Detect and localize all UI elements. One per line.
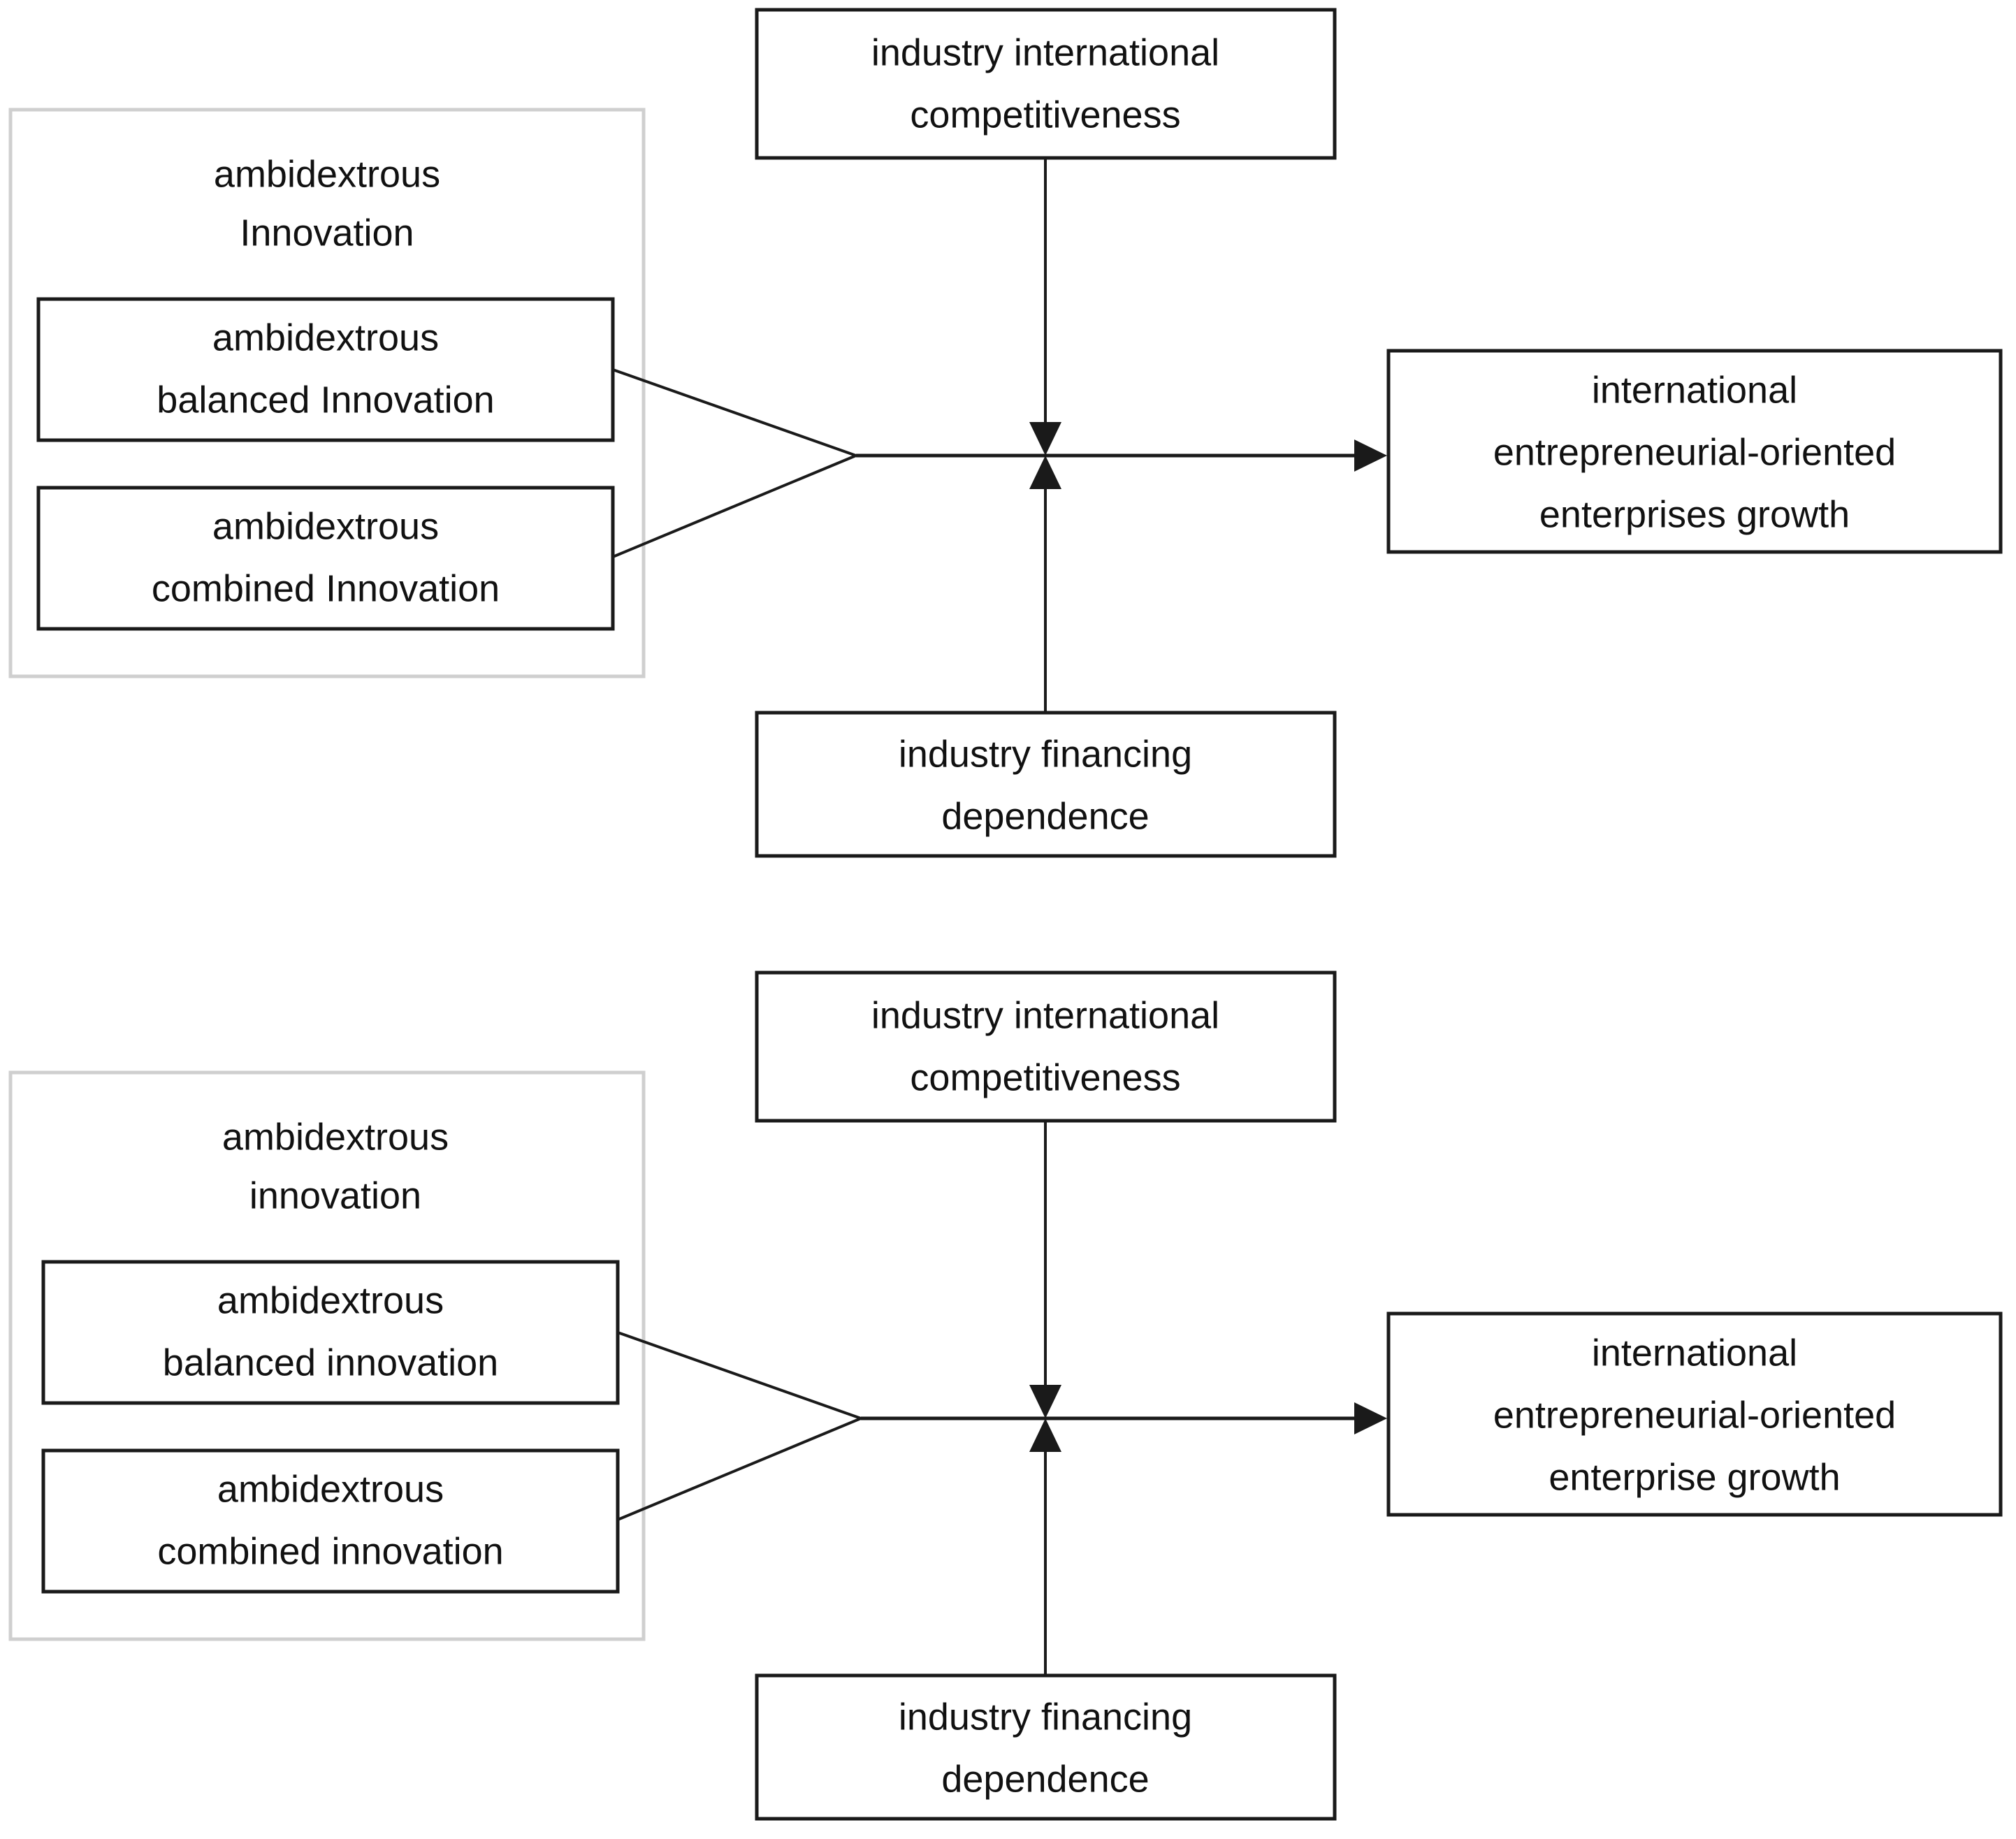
outcome-label-line3: enterprises growth [1539,493,1850,535]
outcome-label-line2: entrepreneurial-oriented [1493,431,1896,473]
node-box-combined-innovation-upper[interactable] [36,486,615,631]
group-label-line2: Innovation [240,212,414,254]
combined-label-line2: combined Innovation [152,567,500,609]
group-label-line1: ambidextrous [214,153,440,195]
arrow-head-right-lower [1354,1402,1387,1434]
arrow-head-down-lower [1029,1385,1061,1418]
combined-label-line1: ambidextrous [212,505,439,547]
edge-balanced-to-junction-upper [612,368,857,457]
arrow-head-right-upper [1354,439,1387,472]
node-box-enterprises-growth-upper[interactable] [1386,349,2003,554]
group-label-line2-lower: innovation [249,1175,421,1216]
edge-combined-to-junction-lower [617,1417,862,1521]
top-moderator-label-line2-lower: competitiveness [910,1056,1180,1098]
outcome-label-line3-lower: enterprise growth [1549,1456,1840,1498]
outcome-label-line1-lower: international [1592,1332,1797,1374]
bottom-moderator-label-line2-lower: dependence [941,1758,1149,1800]
bottom-moderator-label-line1-lower: industry financing [899,1696,1192,1738]
edge-combined-to-junction-upper [612,454,857,558]
balanced-label-line1: ambidextrous [212,317,439,358]
lower-model-diagram: ambidextrous innovation ambidextrous bal… [8,971,2003,1821]
arrow-head-down-upper [1029,422,1061,456]
top-moderator-label-line2: competitiveness [910,94,1180,136]
node-box-industry-international-competitiveness-lower[interactable] [755,971,1337,1123]
node-box-industry-financing-dependence-upper[interactable] [755,711,1337,858]
outcome-label-line2-lower: entrepreneurial-oriented [1493,1394,1896,1436]
arrow-head-up-upper [1029,456,1061,489]
top-moderator-label-line1-lower: industry international [871,994,1219,1036]
node-box-industry-international-competitiveness-upper[interactable] [755,8,1337,160]
edge-balanced-to-junction-lower [617,1331,862,1420]
combined-label-line2-lower: combined innovation [157,1530,503,1572]
balanced-label-line1-lower: ambidextrous [217,1279,444,1321]
top-moderator-label-line1: industry international [871,31,1219,73]
bottom-moderator-label-line2: dependence [941,795,1149,837]
balanced-label-line2-lower: balanced innovation [163,1342,498,1383]
outcome-label-line1: international [1592,369,1797,411]
node-box-enterprise-growth-lower[interactable] [1386,1311,2003,1517]
node-box-balanced-innovation-upper[interactable] [36,297,615,442]
node-box-balanced-innovation-lower[interactable] [41,1260,620,1405]
combined-label-line1-lower: ambidextrous [217,1468,444,1510]
balanced-label-line2: balanced Innovation [157,379,494,421]
arrow-head-up-lower [1029,1418,1061,1452]
node-box-industry-financing-dependence-lower[interactable] [755,1673,1337,1821]
bottom-moderator-label-line1: industry financing [899,733,1192,775]
group-label-line1-lower: ambidextrous [222,1116,449,1158]
node-box-combined-innovation-lower[interactable] [41,1448,620,1594]
upper-model-diagram: ambidextrous Innovation ambidextrous bal… [8,8,2003,858]
